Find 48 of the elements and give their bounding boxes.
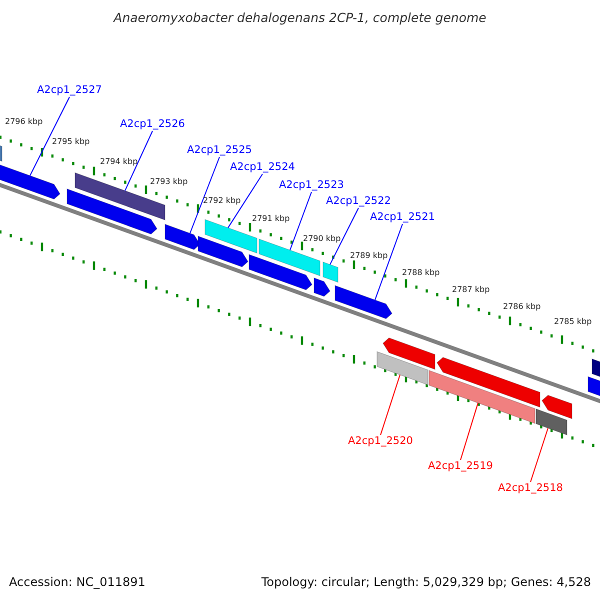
gene-label: A2cp1_2526 xyxy=(120,119,185,130)
leader-line xyxy=(290,192,312,251)
gene-block xyxy=(334,285,392,320)
gene-label: A2cp1_2518 xyxy=(498,483,563,494)
gene-block xyxy=(542,394,572,420)
gene-block xyxy=(164,224,200,250)
scale-label: 2789 kbp xyxy=(350,252,388,260)
leader-line xyxy=(374,224,403,300)
gene-label: A2cp1_2523 xyxy=(279,180,344,190)
gene-label: A2cp1_2520 xyxy=(348,436,413,446)
scale-label: 2792 kbp xyxy=(203,197,241,205)
title: Anaeromyxobacter dehalogenans 2CP-1, complete genome xyxy=(112,12,488,24)
scale-label: 2785 kbp xyxy=(554,318,592,326)
gene-block xyxy=(428,370,536,424)
leader-line xyxy=(30,96,70,176)
scale-label: 2790 kbp xyxy=(303,235,341,243)
gene-block xyxy=(536,408,568,436)
scale-label: 2796 kbp xyxy=(5,118,43,126)
gene-block xyxy=(376,351,428,386)
leader-line xyxy=(124,130,153,192)
scale-label: 2794 kbp xyxy=(100,158,138,166)
accession-text: Accession: NC_011891 xyxy=(9,576,146,588)
scale-label: 2795 kbp xyxy=(52,138,90,146)
scale-label: 2791 kbp xyxy=(252,215,290,223)
gene-label: A2cp1_2521 xyxy=(370,212,435,222)
genome-summary-text: Topology: circular; Length: 5,029,329 bp; Genes: 4,528 xyxy=(261,576,591,588)
gene-block xyxy=(66,188,158,234)
leader-line xyxy=(330,208,359,266)
gene-label: A2cp1_2522 xyxy=(326,196,391,206)
gene-block xyxy=(248,254,312,290)
gene-block xyxy=(382,338,436,370)
gene-label: A2cp1_2527 xyxy=(37,85,102,96)
leader-line xyxy=(460,402,478,460)
gene-block xyxy=(322,262,338,283)
gene-label: A2cp1_2519 xyxy=(428,461,493,472)
gene-label: A2cp1_2524 xyxy=(230,162,295,172)
leader-line xyxy=(190,156,220,234)
scale-label: 2786 kbp xyxy=(503,303,541,311)
leader-line xyxy=(380,374,400,436)
scale-label: 2793 kbp xyxy=(150,178,188,186)
leader-line xyxy=(530,428,548,482)
leader-line xyxy=(228,174,263,228)
gene-label: A2cp1_2525 xyxy=(187,145,252,156)
scale-label: 2787 kbp xyxy=(452,286,490,294)
gene-block xyxy=(314,277,330,297)
scale-label: 2788 kbp xyxy=(402,269,440,277)
gene-block xyxy=(198,236,248,268)
gene-block xyxy=(436,357,540,408)
